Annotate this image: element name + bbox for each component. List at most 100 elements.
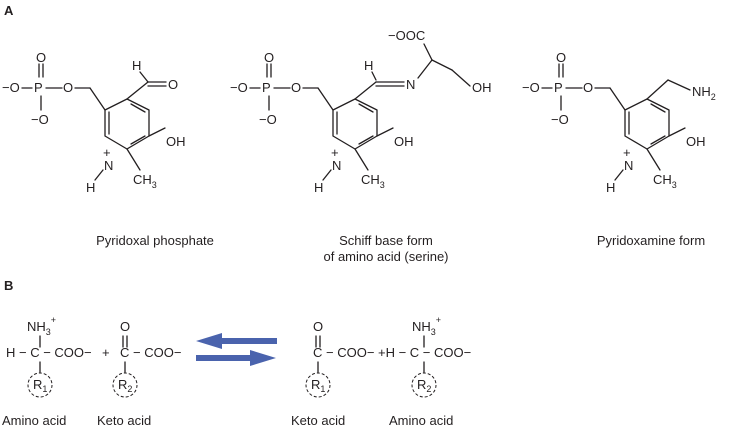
products-group: O C − COO− R1 NH3+ +H − C − COO− R2 Keto…: [291, 315, 471, 428]
bond: [376, 127, 394, 137]
atom-o: O: [583, 80, 593, 95]
atom-o-minus: −O: [2, 80, 20, 95]
label-keto-acid-left: Keto acid: [97, 413, 151, 428]
keto-acid-backbone: C − COO−: [313, 345, 374, 360]
atom-o: O: [63, 80, 73, 95]
atom-h: H: [86, 180, 95, 195]
r2-circle: [411, 372, 437, 398]
atom-plus: +: [331, 145, 339, 160]
bond: [417, 59, 433, 79]
atom-p: P: [554, 80, 563, 95]
bond: [371, 71, 377, 81]
bond: [614, 169, 624, 181]
atom-oh: OH: [686, 134, 706, 149]
bond: [646, 79, 669, 100]
atom-ch3: CH3: [361, 172, 385, 190]
atom-h: H: [132, 58, 141, 73]
caption-pyridoxal-phosphate: Pyridoxal phosphate: [96, 233, 214, 248]
bond: [130, 103, 146, 113]
bond: [451, 69, 471, 87]
atom-p: P: [262, 80, 271, 95]
atom-ooc: −OOC: [388, 28, 425, 43]
atom-p: P: [34, 80, 43, 95]
arrow-left: [196, 333, 277, 349]
atom-n: N: [104, 158, 113, 173]
atom-o-minus: −O: [230, 80, 248, 95]
bond: [354, 148, 369, 171]
amine-group: NH3+: [27, 315, 56, 337]
bond: [126, 81, 149, 100]
r1-circle: [305, 372, 331, 398]
panel-a-label: A: [4, 3, 14, 18]
bond: [646, 148, 661, 171]
molecule-schiff-base: −O P O −O O H N −OOC OH OH CH3: [230, 28, 492, 264]
label-amino-acid-left: Amino acid: [2, 413, 66, 428]
r1-label: R1: [311, 377, 325, 394]
atom-nh2: NH2: [692, 84, 716, 102]
atom-ch3: CH3: [653, 172, 677, 190]
plus-sign: +: [102, 345, 110, 360]
keto-acid-backbone: C − COO−: [120, 345, 181, 360]
atom-o-minus: −O: [522, 80, 540, 95]
atom-o: O: [36, 50, 46, 65]
atom-o-minus: −O: [31, 112, 49, 127]
atom-oh: OH: [472, 80, 492, 95]
atom-o: O: [556, 50, 566, 65]
caption-schiff-base-line1: Schiff base form: [339, 233, 433, 248]
atom-oh: OH: [166, 134, 186, 149]
caption-schiff-base-line2: of amino acid (serine): [324, 249, 449, 264]
atom-o: O: [291, 80, 301, 95]
bond: [358, 103, 374, 113]
bond: [89, 87, 106, 111]
atom-plus: +: [103, 145, 111, 160]
atom-o: O: [168, 77, 178, 92]
reactants-group: NH3+ H − C − COO− R1 + O C − COO− R2 Ami…: [2, 315, 181, 428]
atom-h: H: [606, 180, 615, 195]
label-amino-acid-right: Amino acid: [389, 413, 453, 428]
bond: [139, 71, 149, 83]
label-keto-acid-right: Keto acid: [291, 413, 345, 428]
amine-group: NH3+: [412, 315, 441, 337]
r2-label: R2: [118, 377, 132, 394]
equilibrium-arrows: [196, 333, 277, 366]
atom-n: N: [624, 158, 633, 173]
r1-circle: [27, 372, 53, 398]
atom-o-minus: −O: [551, 112, 569, 127]
bond: [317, 87, 334, 111]
atom-oh: OH: [394, 134, 414, 149]
molecule-pyridoxamine: −O P O −O O NH2 OH CH3 + N H Pyridoxamin…: [522, 50, 716, 248]
r2-label: R2: [417, 377, 431, 394]
bond: [667, 79, 691, 91]
bond: [358, 135, 374, 145]
atom-o: O: [264, 50, 274, 65]
caption-pyridoxamine: Pyridoxamine form: [597, 233, 705, 248]
pyridine-ring: [104, 98, 150, 150]
bond: [609, 87, 626, 111]
bond: [322, 169, 332, 181]
bond: [431, 59, 453, 71]
bond: [130, 135, 146, 145]
r2-circle: [112, 372, 138, 398]
bond: [94, 169, 104, 181]
bond: [650, 135, 666, 145]
arrow-right: [196, 350, 276, 366]
keto-oxygen: O: [120, 319, 130, 334]
atom-ch3: CH3: [133, 172, 157, 190]
keto-oxygen: O: [313, 319, 323, 334]
amino-acid-backbone: H − C − COO−: [6, 345, 92, 360]
bond: [354, 81, 377, 100]
atom-plus: +: [623, 145, 631, 160]
bond: [650, 103, 666, 113]
atom-h: H: [364, 58, 373, 73]
bond: [148, 127, 166, 137]
bond: [668, 127, 686, 137]
atom-o-minus: −O: [259, 112, 277, 127]
atom-n: N: [406, 77, 415, 92]
atom-n: N: [332, 158, 341, 173]
panel-b-label: B: [4, 278, 13, 293]
molecule-pyridoxal-phosphate: −O P O −O O H O OH CH3 + N H Pyridox: [2, 50, 214, 248]
pyridine-ring: [332, 98, 378, 150]
r1-label: R1: [33, 377, 47, 394]
pyridine-ring: [624, 98, 670, 150]
